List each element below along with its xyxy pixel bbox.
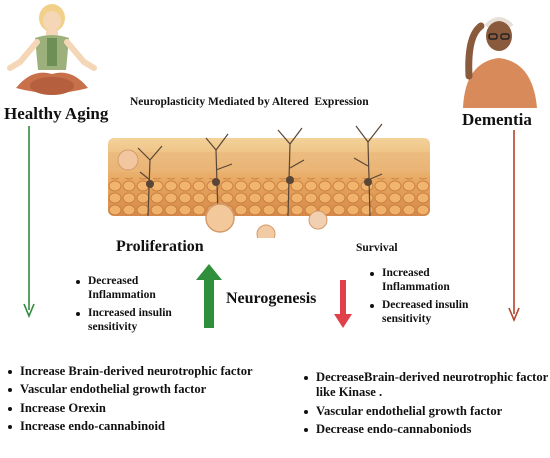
list-item: DecreaseBrain-derived neurotrophic facto…	[302, 370, 548, 401]
dementia-title: Dementia	[462, 110, 532, 129]
dementia-mechanisms-list: Increased Inflammation Decreased insulin…	[368, 266, 488, 326]
list-item: Increase Brain-derived neurotrophic fact…	[6, 364, 274, 379]
meditating-person-icon	[7, 4, 97, 95]
list-item: Increase endo-cannabinoid	[6, 419, 274, 434]
dementia-factors-list: DecreaseBrain-derived neurotrophic facto…	[302, 370, 548, 440]
healthy-mechanisms-list: Decreased Inflammation Increased insulin…	[74, 274, 204, 334]
increase-up-arrow	[196, 264, 222, 328]
list-item: Increased Inflammation	[368, 266, 488, 294]
healthy-aging-title: Healthy Aging	[4, 104, 109, 123]
neurogenesis-label: Neurogenesis	[226, 290, 317, 307]
brain-tissue-illustration	[108, 123, 430, 238]
list-item: Vascular endothelial growth factor	[302, 404, 548, 419]
confused-person-icon	[463, 17, 537, 108]
survival-label: Survival	[356, 242, 398, 254]
list-item: Increased insulin sensitivity	[74, 306, 204, 334]
list-item: Decrease endo-cannaboniods	[302, 422, 548, 437]
center-title: Neuroplasticity Mediated by Altered Expr…	[130, 96, 369, 108]
proliferation-label: Proliferation	[116, 238, 204, 255]
list-item: Vascular endothelial growth factor	[6, 382, 274, 397]
healthy-factors-list: Increase Brain-derived neurotrophic fact…	[6, 364, 274, 437]
healthy-aging-down-arrow	[23, 126, 35, 318]
list-item: Increase Orexin	[6, 401, 274, 416]
decrease-down-arrow	[334, 280, 352, 328]
list-item: Decreased Inflammation	[74, 274, 204, 302]
list-item: Decreased insulin sensitivity	[368, 298, 488, 326]
dementia-down-arrow	[508, 130, 520, 322]
